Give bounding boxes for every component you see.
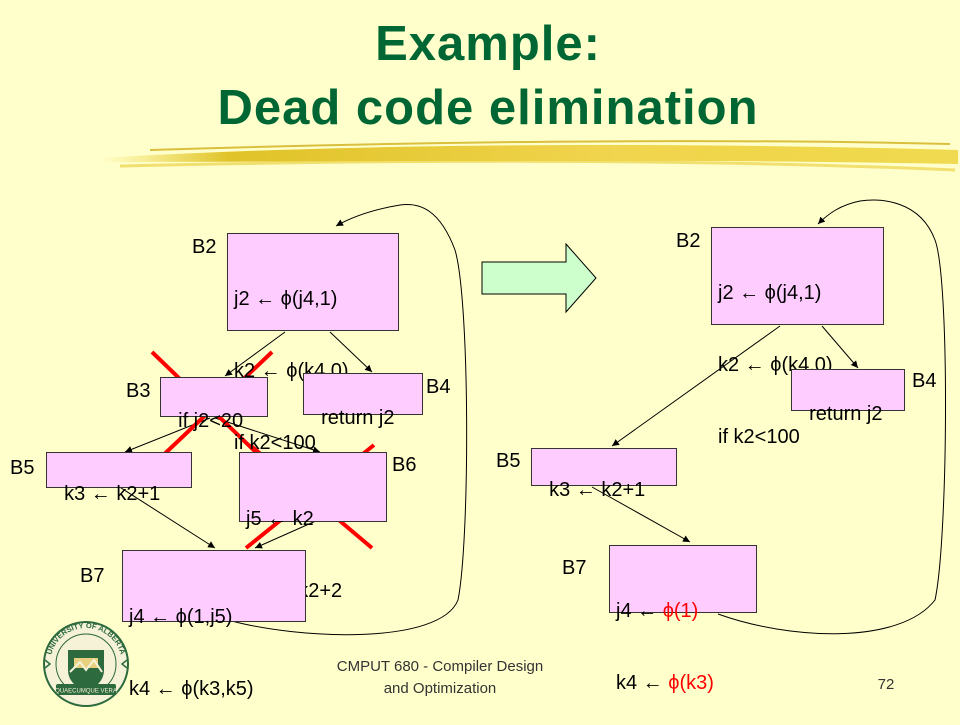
left-b7-line: j4 ← ϕ(1,j5): [129, 606, 233, 628]
left-b2-line: j2 ← ϕ(j4,1): [234, 288, 338, 310]
label-right-b5: B5: [496, 450, 521, 472]
left-b4-text: return j2: [321, 407, 395, 429]
right-b7-line2-phi: ϕ(k3): [668, 672, 714, 694]
right-block-b4: return j2: [791, 369, 905, 425]
right-block-b2: j2 ← ϕ(j4,1) k2 ← ϕ(k4,0) if k2<100: [711, 227, 884, 448]
left-cfg-edges: [117, 203, 468, 636]
label-left-b2: B2: [192, 236, 217, 258]
label-left-b3: B3: [126, 380, 151, 402]
page-number: 72: [877, 676, 895, 693]
right-b7-line1: j4 ← ϕ(1): [616, 599, 750, 623]
left-block-b2: j2 ← ϕ(j4,1) k2 ← ϕ(k4,0) if k2<100: [227, 233, 399, 454]
left-block-b3: if j2<20: [160, 377, 268, 432]
left-b7-line: k4 ← ϕ(k3,k5): [129, 678, 254, 700]
right-b7-line1-prefix: j4 ←: [616, 600, 663, 622]
label-right-b7: B7: [562, 557, 587, 579]
right-b4-text: return j2: [809, 403, 883, 425]
left-b6-line: j5 ← k2: [246, 508, 314, 530]
svg-text:QUAECUMQUE VERA: QUAECUMQUE VERA: [55, 689, 117, 695]
right-cfg-edges: [591, 199, 946, 635]
right-block-b7: j4 ← ϕ(1) k4 ← ϕ(k3): [609, 545, 757, 694]
left-b5-text: k3 ← k2+1: [64, 483, 161, 505]
right-b2-line: j2 ← ϕ(j4,1): [718, 282, 822, 304]
right-block-b5: k3 ← k2+1: [531, 448, 677, 501]
left-block-b5: k3 ← k2+1: [46, 452, 192, 505]
label-right-b2: B2: [676, 230, 701, 252]
left-block-b4: return j2: [303, 373, 423, 429]
footer-course-line2: and Optimization: [383, 680, 497, 697]
right-b7-line1-phi: ϕ(1): [662, 600, 699, 622]
slide-title-line1: Example:: [375, 17, 601, 71]
right-b5-text: k3 ← k2+1: [549, 479, 646, 501]
left-block-b6: j5 ← k2 k5 ← k2+2: [239, 452, 387, 602]
label-right-b4: B4: [912, 370, 937, 392]
footer-course-line1: CMPUT 680 - Compiler Design: [336, 658, 544, 675]
left-b3-text: if j2<20: [178, 410, 244, 432]
left-b2-line: if k2<100: [234, 432, 316, 454]
label-left-b4: B4: [426, 376, 451, 398]
right-b7-line2: k4 ← ϕ(k3): [616, 671, 750, 695]
title-brush-stroke: [100, 140, 958, 172]
right-b2-line: if k2<100: [718, 426, 800, 448]
right-b7-line2-prefix: k4 ←: [616, 672, 669, 694]
label-left-b5: B5: [10, 457, 35, 479]
label-left-b6: B6: [392, 454, 417, 476]
left-block-b7: j4 ← ϕ(1,j5) k4 ← ϕ(k3,k5): [122, 550, 306, 700]
transform-arrow: [481, 242, 597, 314]
slide-title-line2: Dead code elimination: [217, 81, 759, 135]
label-left-b7: B7: [80, 565, 105, 587]
university-logo: UNIVERSITY OF ALBERTA QUAECUMQUE VERA: [43, 621, 129, 707]
footer-course-title: CMPUT 680 - Compiler Design and Optimiza…: [300, 656, 580, 700]
